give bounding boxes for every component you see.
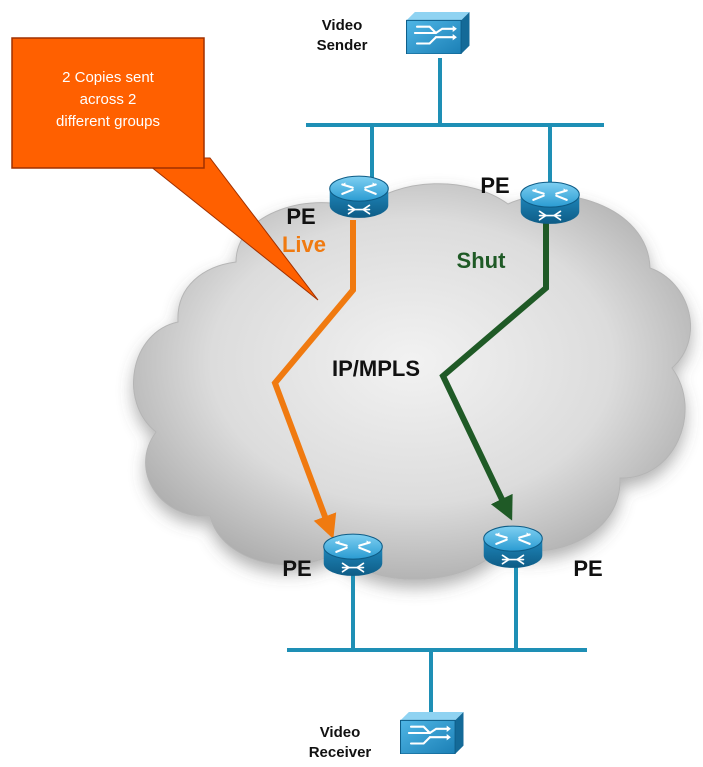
callout: 2 Copies sent across 2 different groups: [11, 37, 319, 301]
video-receiver: Video Receiver: [309, 712, 464, 761]
callout-line-1: 2 Copies sent: [62, 69, 155, 86]
router-bottom-right-label: PE: [573, 556, 602, 581]
sender-label-line-1: Video: [322, 17, 363, 34]
router-icon: [322, 533, 384, 577]
cloud-icon: [133, 183, 692, 580]
router-top-left-label: PE: [286, 204, 315, 229]
router-icon: [519, 181, 581, 225]
live-label: Live: [282, 232, 326, 257]
shut-path: [439, 222, 549, 521]
callout-line-2: across 2: [80, 91, 137, 108]
sender-label-line-2: Sender: [317, 37, 368, 54]
router-bottom-left: PE: [282, 533, 384, 581]
router-bottom-left-label: PE: [282, 556, 311, 581]
router-top-right-label: PE: [480, 173, 509, 198]
cloud-label: IP/MPLS: [332, 356, 420, 381]
shut-label: Shut: [457, 248, 507, 273]
network-links: [287, 58, 604, 712]
router-top-left: PE: [286, 175, 390, 229]
live-path: [271, 220, 356, 539]
receiver-label-line-1: Video: [320, 724, 361, 741]
receiver-label-line-2: Receiver: [309, 744, 372, 761]
switch-icon: [400, 712, 464, 754]
router-icon: [482, 525, 544, 569]
router-icon: [328, 175, 390, 219]
switch-icon: [406, 12, 470, 54]
router-bottom-right: PE: [482, 525, 603, 581]
video-sender: Video Sender: [317, 12, 470, 54]
callout-box: [11, 37, 205, 169]
router-top-right: PE: [480, 173, 581, 225]
callout-line-3: different groups: [56, 113, 160, 130]
